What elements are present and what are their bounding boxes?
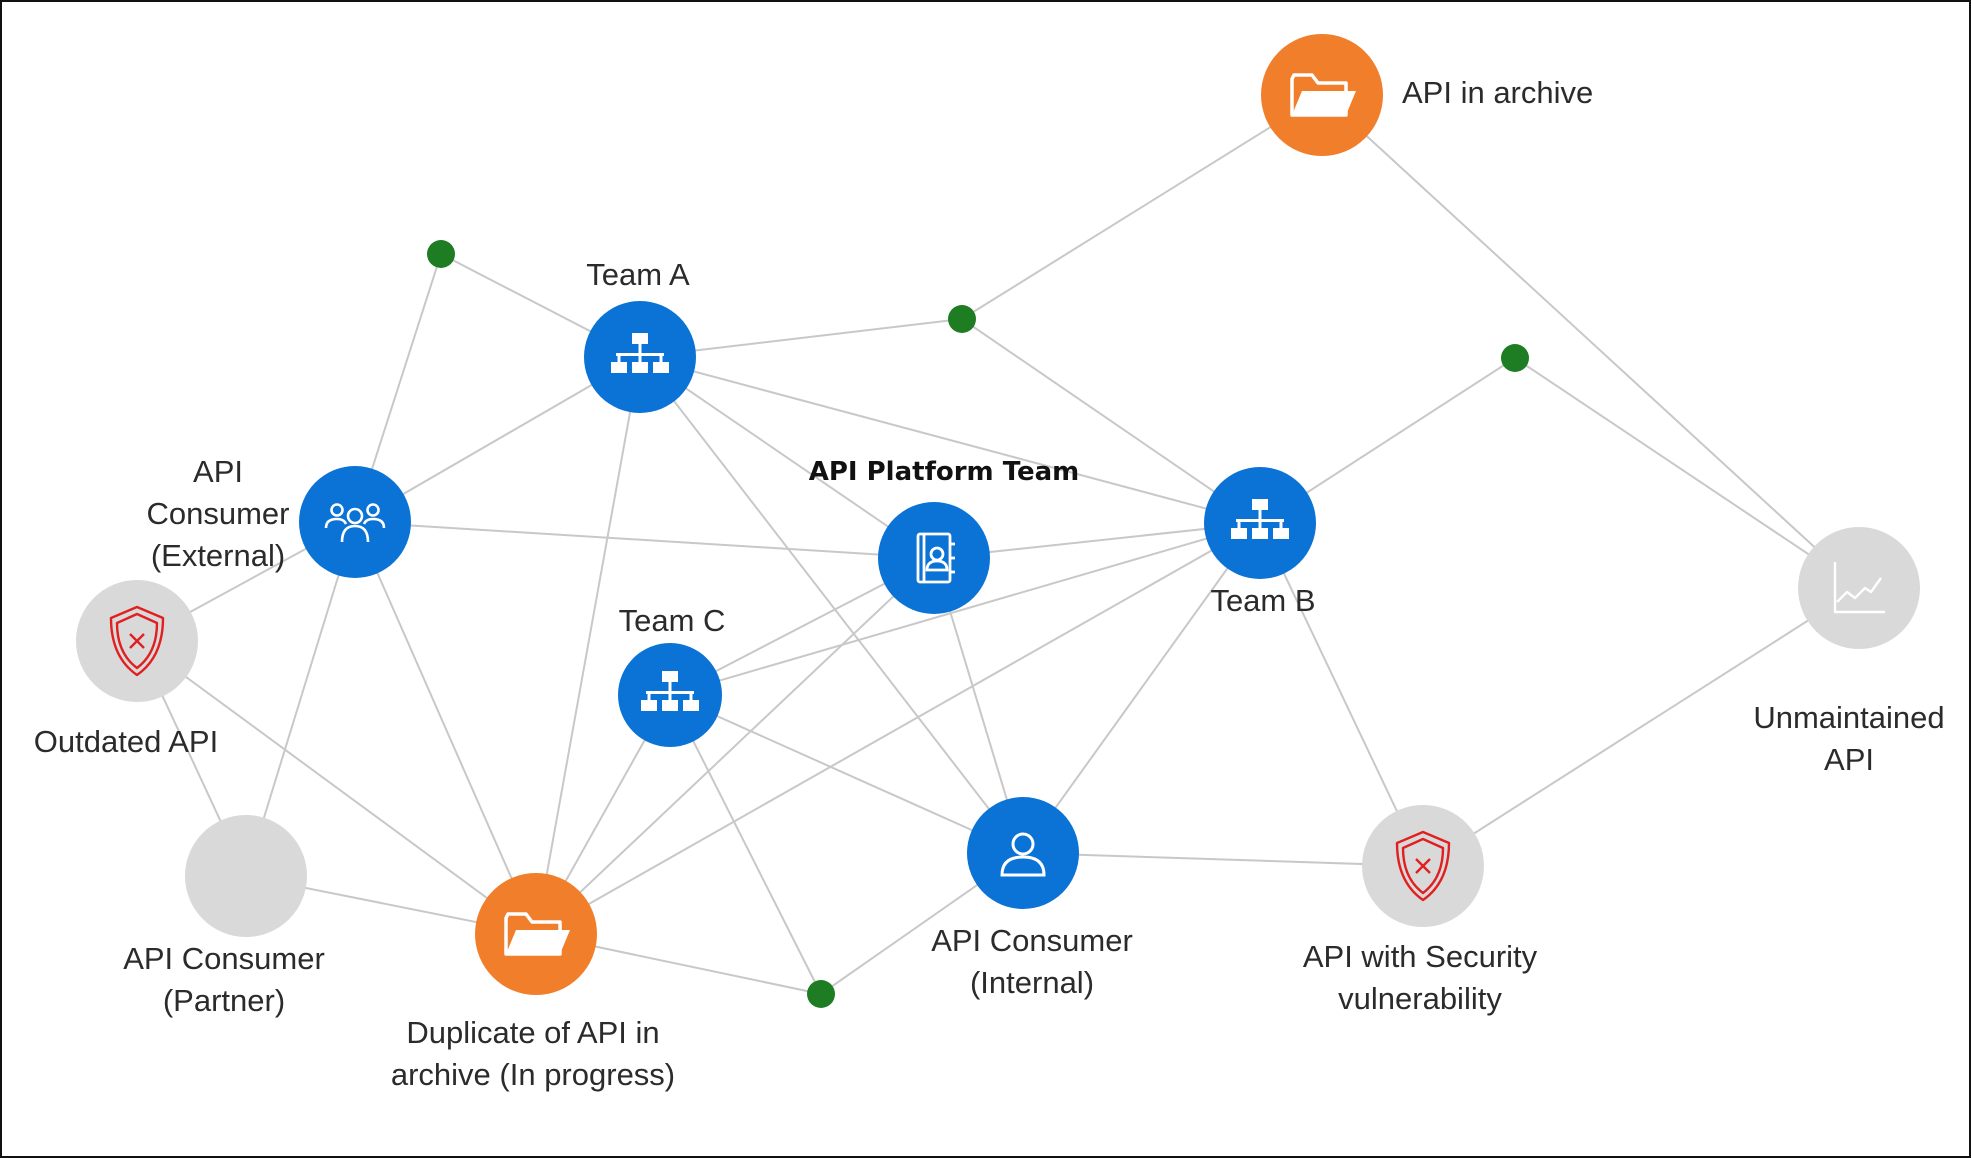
label-consumer-internal-line: API Consumer — [931, 923, 1133, 958]
node-consumer-external[interactable] — [299, 466, 411, 578]
node-team-a[interactable] — [584, 301, 696, 413]
person-icon — [1000, 832, 1046, 877]
folder-icon — [1290, 73, 1356, 117]
edge-security-api-to-unmaintained-api — [1422, 587, 1860, 867]
label-consumer-internal-line: (Internal) — [970, 965, 1094, 1000]
shield-x-icon — [109, 605, 165, 677]
nodes-layer — [76, 34, 1920, 1008]
shield-x-icon — [1395, 830, 1451, 902]
org-chart-icon — [1231, 499, 1289, 539]
node-unmaintained-api[interactable] — [1798, 527, 1920, 649]
edge-consumer-external-to-api-platform-team — [354, 521, 935, 559]
node-security-api[interactable] — [1362, 805, 1484, 927]
edge-api-archive-to-unmaintained-api — [1321, 94, 1860, 589]
j4-circle — [807, 980, 835, 1008]
node-consumer-internal[interactable] — [967, 797, 1079, 909]
junction-dot-j4 — [807, 980, 835, 1008]
edge-team-b-to-duplicate-api — [535, 522, 1261, 935]
label-api-platform-team: API Platform Team — [809, 457, 1080, 487]
label-api-platform-team-line: API Platform Team — [809, 457, 1080, 487]
contact-book-icon — [916, 532, 955, 584]
node-team-b[interactable] — [1204, 467, 1316, 579]
people-group-icon — [324, 503, 386, 543]
label-consumer-external-line: Consumer — [147, 496, 290, 531]
folder-icon — [504, 912, 570, 956]
edge-consumer-internal-to-security-api — [1022, 852, 1424, 867]
unmaintained-api-circle — [1798, 527, 1920, 649]
label-outdated-api: Outdated API — [34, 724, 218, 759]
label-team-c: Team C — [619, 603, 726, 638]
junction-dot-j3 — [1501, 344, 1529, 372]
label-consumer-external: API Consumer (External) — [147, 454, 290, 573]
edge-team-c-to-consumer-internal — [669, 694, 1024, 854]
edge-j2-to-team-b — [961, 318, 1261, 524]
junction-dot-j1 — [427, 240, 455, 268]
label-duplicate-api: Duplicate of API in archive (In progress) — [391, 1015, 675, 1092]
label-consumer-partner: API Consumer (Partner) — [123, 941, 325, 1018]
edge-team-a-to-consumer-internal — [639, 356, 1024, 854]
node-team-c[interactable] — [618, 643, 722, 747]
node-consumer-partner[interactable] — [185, 815, 307, 937]
label-unmaintained-api-line: API — [1824, 742, 1874, 777]
label-outdated-api-line: Outdated API — [34, 724, 218, 759]
edge-team-c-to-j4 — [669, 694, 822, 995]
label-team-b-line: Team B — [1210, 583, 1315, 618]
label-consumer-internal: API Consumer (Internal) — [931, 923, 1133, 1000]
edge-team-b-to-security-api — [1259, 522, 1424, 867]
edge-consumer-external-to-duplicate-api — [354, 521, 537, 935]
edge-team-a-to-team-b — [639, 356, 1261, 524]
node-api-platform-team[interactable] — [878, 502, 990, 614]
label-security-api-line: vulnerability — [1338, 981, 1502, 1016]
j2-circle — [948, 305, 976, 333]
label-duplicate-api-line: archive (In progress) — [391, 1057, 675, 1092]
edge-team-a-to-api-platform-team — [639, 356, 935, 559]
j1-circle — [427, 240, 455, 268]
edge-api-platform-team-to-duplicate-api — [535, 557, 935, 935]
node-api-archive[interactable] — [1261, 34, 1383, 156]
label-team-a-line: Team A — [586, 257, 690, 292]
label-consumer-external-line: API — [193, 454, 243, 489]
edge-team-a-to-duplicate-api — [535, 356, 641, 935]
node-duplicate-api[interactable] — [475, 873, 597, 995]
label-consumer-partner-line: (Partner) — [163, 983, 285, 1018]
label-security-api-line: API with Security — [1303, 939, 1538, 974]
label-duplicate-api-line: Duplicate of API in — [406, 1015, 659, 1050]
label-api-archive: API in archive — [1402, 75, 1593, 110]
label-consumer-external-line: (External) — [151, 538, 285, 573]
line-chart-icon — [1833, 562, 1885, 614]
edge-consumer-external-to-consumer-partner — [245, 521, 356, 877]
edge-team-c-to-team-b — [669, 522, 1261, 696]
label-team-c-line: Team C — [619, 603, 726, 638]
label-consumer-partner-line: API Consumer — [123, 941, 325, 976]
edge-j3-to-unmaintained-api — [1514, 357, 1860, 589]
label-security-api: API with Security vulnerability — [1303, 939, 1538, 1016]
junction-dot-j2 — [948, 305, 976, 333]
j3-circle — [1501, 344, 1529, 372]
edge-outdated-api-to-duplicate-api — [136, 640, 537, 935]
org-chart-icon — [641, 671, 699, 711]
label-api-archive-line: API in archive — [1402, 75, 1593, 110]
label-unmaintained-api-line: Unmaintained — [1753, 700, 1944, 735]
org-chart-icon — [611, 333, 669, 373]
label-team-a: Team A — [586, 257, 690, 292]
consumer-partner-circle — [185, 815, 307, 937]
node-outdated-api[interactable] — [76, 580, 198, 702]
edge-team-b-to-consumer-internal — [1022, 522, 1261, 854]
label-team-b: Team B — [1210, 583, 1315, 618]
edge-api-archive-to-j2 — [961, 94, 1323, 320]
